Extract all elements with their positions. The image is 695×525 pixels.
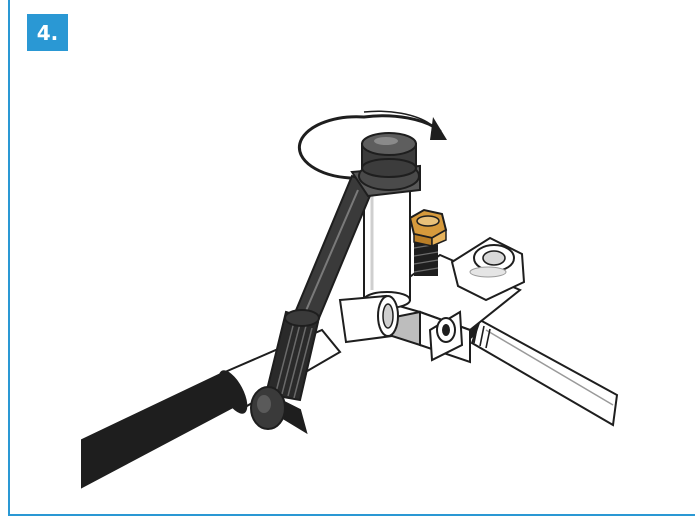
top-knob (362, 133, 416, 177)
threaded-rod (456, 312, 617, 425)
handle-joint-collar (340, 296, 398, 342)
